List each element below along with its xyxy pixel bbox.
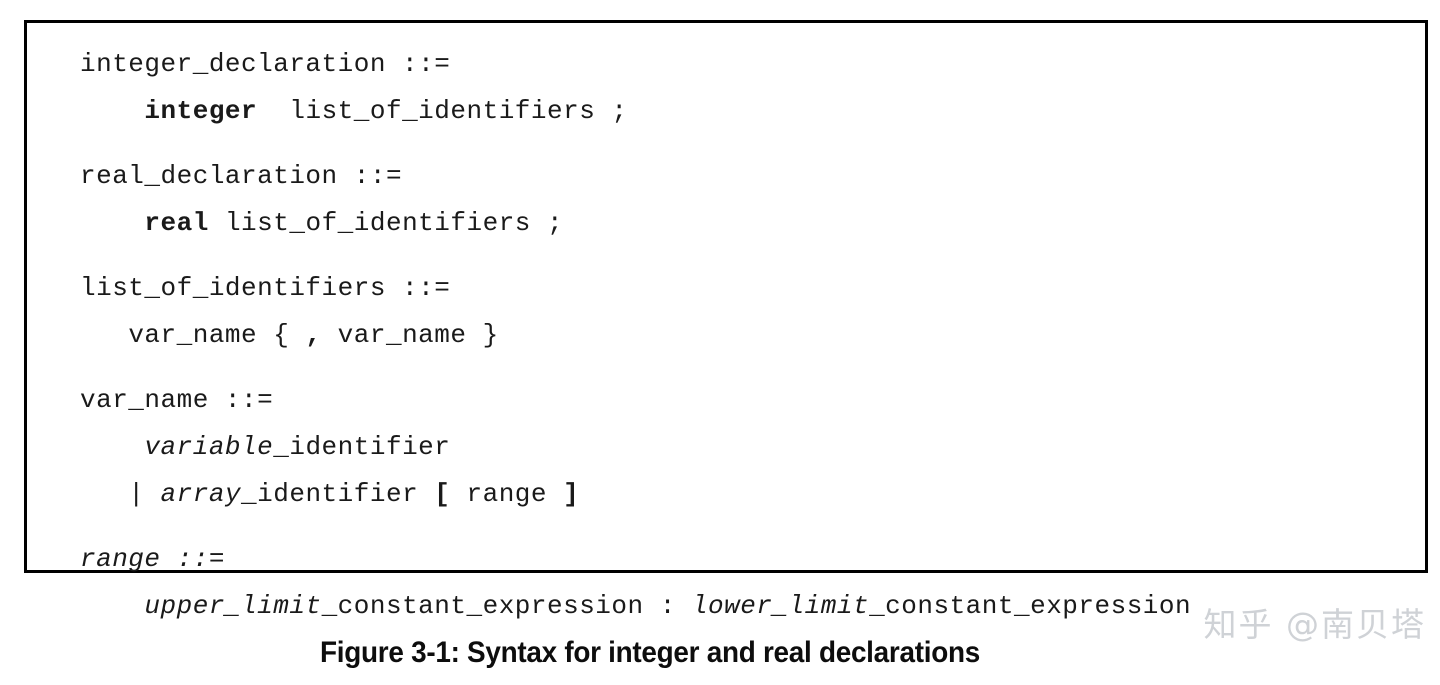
code-token: | xyxy=(128,479,161,509)
rule-body-line: real list_of_identifiers ; xyxy=(80,200,1419,247)
code-token xyxy=(257,96,289,126)
figure-caption: Figure 3-1: Syntax for integer and real … xyxy=(320,636,980,669)
code-token: var_name { xyxy=(128,320,306,350)
code-token: [ xyxy=(434,479,451,509)
rule-group-list-of-identifiers: list_of_identifiers ::= var_name { , var… xyxy=(80,265,1419,359)
code-token: var_name } xyxy=(321,320,499,350)
code-token: _identifier xyxy=(241,479,435,509)
indent-spacer xyxy=(80,432,144,462)
rule-body-line: variable_identifier xyxy=(80,424,1419,471)
code-token: range ::= xyxy=(80,544,225,574)
code-token: list_of_identifiers ::= xyxy=(80,273,451,303)
rule-body-line: | array_identifier [ range ] xyxy=(80,471,1419,518)
rule-group-var-name: var_name ::= variable_identifier | array… xyxy=(80,377,1419,518)
rule-group-integer-declaration: integer_declaration ::= integer list_of_… xyxy=(80,41,1419,135)
code-token: list_of_identifiers ; xyxy=(224,208,564,238)
code-token: _identifier xyxy=(273,432,451,462)
code-token: _constant_expression xyxy=(869,591,1192,621)
rule-body-line: var_name { , var_name } xyxy=(80,312,1419,359)
code-token: array xyxy=(160,479,242,509)
code-token: real_declaration ::= xyxy=(80,161,403,191)
code-token: var_name ::= xyxy=(80,385,274,415)
watermark-text: 知乎 @南贝塔 xyxy=(1203,605,1426,644)
rule-head-line: integer_declaration ::= xyxy=(80,41,1419,88)
code-token: , xyxy=(305,320,322,350)
code-token: integer xyxy=(144,96,258,126)
rule-head-line: list_of_identifiers ::= xyxy=(80,265,1419,312)
rule-head-line: real_declaration ::= xyxy=(80,153,1419,200)
rule-head-line: range ::= xyxy=(80,536,1419,583)
indent-spacer xyxy=(80,208,144,238)
indent-spacer xyxy=(80,479,128,509)
code-token xyxy=(209,208,225,238)
code-token: lower_limit xyxy=(691,591,870,621)
code-token: list_of_identifiers ; xyxy=(289,96,628,126)
rule-body-line: integer list_of_identifiers ; xyxy=(80,88,1419,135)
indent-spacer xyxy=(80,96,144,126)
code-token: real xyxy=(144,208,209,238)
rule-head-line: var_name ::= xyxy=(80,377,1419,424)
code-token: range xyxy=(450,479,564,509)
indent-spacer xyxy=(80,591,144,621)
code-token: ] xyxy=(563,479,580,509)
rule-body-line: upper_limit_constant_expression : lower_… xyxy=(80,583,1419,630)
code-token: _constant_expression : xyxy=(321,591,692,621)
indent-spacer xyxy=(80,320,128,350)
rule-group-range: range ::= upper_limit_constant_expressio… xyxy=(80,536,1419,630)
syntax-listing: integer_declaration ::= integer list_of_… xyxy=(80,41,1419,630)
code-token: upper_limit xyxy=(144,591,322,621)
code-token: variable xyxy=(144,432,274,462)
syntax-figure-box: integer_declaration ::= integer list_of_… xyxy=(24,20,1428,621)
rule-group-real-declaration: real_declaration ::= real list_of_identi… xyxy=(80,153,1419,247)
code-token: integer_declaration ::= xyxy=(80,49,451,79)
